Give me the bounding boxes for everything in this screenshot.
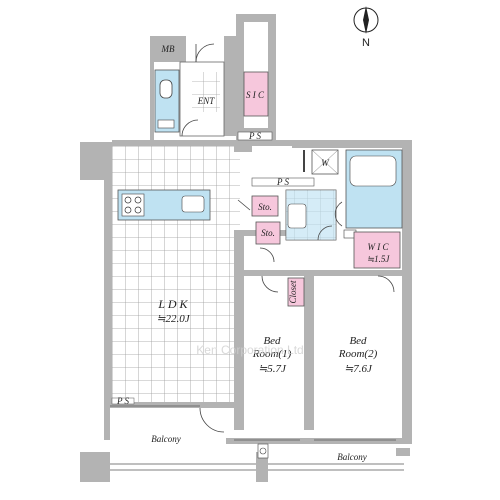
kitchen-sink-icon (181, 195, 205, 213)
storage-1: Sto. (237, 195, 279, 217)
svg-text:P S: P S (116, 396, 130, 406)
mb-wall-block (150, 36, 186, 62)
svg-text:P S: P S (276, 177, 290, 187)
svg-text:Room(2): Room(2) (338, 348, 378, 360)
svg-text:≒7.6J: ≒7.6J (344, 363, 373, 375)
bedroom-2: Bed Room(2) ≒7.6J (338, 335, 378, 375)
toilet-room (154, 69, 180, 133)
closet: Closet (287, 277, 305, 307)
svg-text:Sto.: Sto. (258, 202, 272, 212)
entrance-door-swing (195, 43, 215, 63)
svg-text:Closet: Closet (288, 280, 298, 304)
svg-text:W: W (321, 158, 330, 168)
stove-icon (121, 193, 145, 217)
washing-machine: W (311, 149, 339, 175)
wic-closet: W I C ≒1.5J (353, 231, 401, 269)
ent-label: ENT (197, 96, 216, 106)
balcony-column-left (80, 452, 110, 482)
svg-text:Balcony: Balcony (337, 452, 367, 462)
svg-text:Balcony: Balcony (151, 434, 181, 444)
toilet-basin-icon (157, 119, 175, 129)
svg-text:Room(1): Room(1) (252, 348, 292, 360)
mb-room: MB (161, 44, 175, 54)
compass-north-label: N (362, 37, 370, 49)
svg-text:≒1.5J: ≒1.5J (367, 254, 391, 264)
bathroom (334, 149, 403, 229)
mb-label: MB (161, 44, 175, 54)
ldk-label: L D K (157, 297, 188, 311)
window-sashes (110, 405, 396, 441)
ldk-room: L D K ≒22.0J (112, 146, 240, 402)
balcony-column-mid (256, 452, 268, 482)
watermark-text: Ken Corporation Ltd (196, 343, 303, 357)
svg-text:W I C: W I C (368, 242, 390, 252)
ps-left: P S (111, 396, 135, 406)
toilet-icon (159, 79, 173, 99)
sic-closet: S I C (243, 71, 269, 117)
svg-text:Bed: Bed (263, 335, 281, 347)
ps-mid: P S (251, 177, 315, 187)
svg-text:P S: P S (248, 131, 262, 141)
bed1-door-swing (261, 275, 279, 293)
washbasin-icon (287, 203, 307, 229)
svg-text:Bed: Bed (349, 335, 367, 347)
entrance-area: ENT (179, 43, 225, 137)
svg-text:≒5.7J: ≒5.7J (258, 363, 287, 375)
bathtub-icon (349, 155, 397, 187)
balcony-right: Balcony (257, 443, 404, 471)
ps-top: P S (237, 131, 273, 141)
ldk-area: ≒22.0J (156, 313, 190, 325)
sic-label: S I C (246, 90, 265, 100)
north-compass-icon: N (353, 6, 379, 49)
balcony-left: Balcony (110, 434, 256, 471)
bedroom-1: Bed Room(1) ≒5.7J (252, 335, 292, 375)
bed2-door-swing (377, 275, 395, 293)
storage-2: Sto. (255, 221, 281, 245)
washroom (285, 189, 337, 241)
svg-text:Sto.: Sto. (261, 228, 275, 238)
